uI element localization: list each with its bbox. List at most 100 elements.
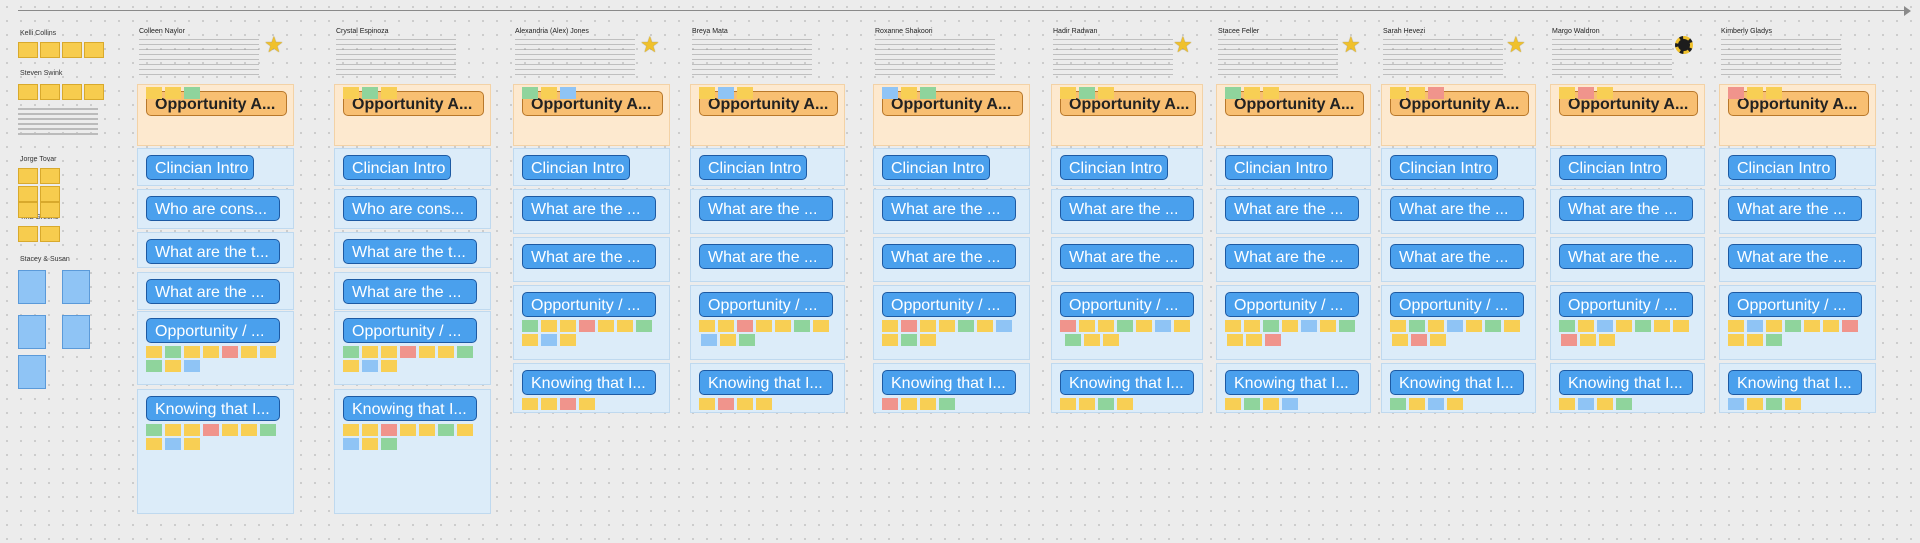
sticky-note[interactable] (1428, 87, 1444, 99)
sticky-note[interactable] (1804, 320, 1820, 332)
sticky-note[interactable] (241, 346, 257, 358)
sticky-note[interactable] (1320, 320, 1336, 332)
sticky-note[interactable] (1263, 320, 1279, 332)
sticky-note[interactable] (699, 320, 715, 332)
sticky-note[interactable] (522, 320, 538, 332)
sticky-note[interactable] (84, 84, 104, 100)
sticky-note[interactable] (1390, 320, 1406, 332)
sticky-note[interactable] (260, 346, 276, 358)
sticky-note[interactable] (901, 87, 917, 99)
sticky-note[interactable] (1597, 398, 1613, 410)
sticky-note[interactable] (1390, 87, 1406, 99)
sticky-note[interactable] (146, 87, 162, 99)
sticky-note[interactable] (977, 320, 993, 332)
section-title-chip[interactable]: Clincian Intro (882, 155, 990, 180)
section-title-chip[interactable]: What are the ... (699, 196, 833, 221)
sticky-note[interactable] (18, 270, 46, 304)
section-title-chip[interactable]: Knowing that I... (1225, 370, 1359, 395)
sticky-note[interactable] (882, 398, 898, 410)
section-title-chip[interactable]: Opportunity / ... (1060, 292, 1194, 317)
sticky-note[interactable] (541, 334, 557, 346)
sticky-note[interactable] (362, 346, 378, 358)
section-title-chip[interactable]: Opportunity / ... (343, 318, 477, 343)
sticky-note[interactable] (1766, 87, 1782, 99)
sticky-note[interactable] (1466, 320, 1482, 332)
sticky-note[interactable] (1635, 320, 1651, 332)
sticky-note[interactable] (1409, 398, 1425, 410)
sticky-note[interactable] (1117, 398, 1133, 410)
sticky-note[interactable] (1409, 87, 1425, 99)
sticky-note[interactable] (40, 202, 60, 218)
sticky-note[interactable] (62, 315, 90, 349)
sticky-note[interactable] (1559, 398, 1575, 410)
sticky-note[interactable] (1485, 320, 1501, 332)
sticky-note[interactable] (920, 398, 936, 410)
sticky-note[interactable] (18, 315, 46, 349)
sticky-note[interactable] (1103, 334, 1119, 346)
sticky-note[interactable] (84, 42, 104, 58)
sticky-note[interactable] (1225, 320, 1241, 332)
section-title-chip[interactable]: Opportunity / ... (882, 292, 1016, 317)
sticky-note[interactable] (1785, 320, 1801, 332)
section-title-chip[interactable]: Clincian Intro (1559, 155, 1667, 180)
sticky-note[interactable] (775, 320, 791, 332)
section-title-chip[interactable]: What are the ... (1559, 196, 1693, 221)
sticky-note[interactable] (184, 424, 200, 436)
sticky-note[interactable] (165, 424, 181, 436)
sticky-note[interactable] (1411, 334, 1427, 346)
section-title-chip[interactable]: Knowing that I... (1390, 370, 1524, 395)
sticky-note[interactable] (457, 346, 473, 358)
sticky-note[interactable] (1079, 320, 1095, 332)
sticky-note[interactable] (920, 320, 936, 332)
section-title-chip[interactable]: What are the ... (699, 244, 833, 269)
section-title-chip[interactable]: Clincian Intro (343, 155, 451, 180)
section-title-chip[interactable]: Knowing that I... (1559, 370, 1693, 395)
sticky-note[interactable] (1060, 398, 1076, 410)
sticky-note[interactable] (958, 320, 974, 332)
sticky-note[interactable] (203, 424, 219, 436)
sticky-note[interactable] (560, 87, 576, 99)
sticky-note[interactable] (18, 226, 38, 242)
sticky-note[interactable] (1225, 87, 1241, 99)
section-title-chip[interactable]: Opportunity / ... (1225, 292, 1359, 317)
sticky-note[interactable] (1747, 398, 1763, 410)
sticky-note[interactable] (1447, 320, 1463, 332)
section-title-chip[interactable]: Knowing that I... (1060, 370, 1194, 395)
section-title-chip[interactable]: Clincian Intro (1390, 155, 1498, 180)
sticky-note[interactable] (40, 168, 60, 184)
sticky-note[interactable] (362, 438, 378, 450)
sticky-note[interactable] (184, 360, 200, 372)
sticky-note[interactable] (40, 42, 60, 58)
sticky-note[interactable] (1842, 320, 1858, 332)
sticky-note[interactable] (1301, 320, 1317, 332)
sticky-note[interactable] (1060, 87, 1076, 99)
sticky-note[interactable] (18, 202, 38, 218)
sticky-note[interactable] (165, 360, 181, 372)
section-title-chip[interactable]: What are the ... (1559, 244, 1693, 269)
sticky-note[interactable] (241, 424, 257, 436)
section-title-chip[interactable]: Opportunity / ... (1390, 292, 1524, 317)
sticky-note[interactable] (756, 320, 772, 332)
sticky-note[interactable] (222, 424, 238, 436)
sticky-note[interactable] (1174, 320, 1190, 332)
sticky-note[interactable] (381, 438, 397, 450)
sticky-note[interactable] (1246, 334, 1262, 346)
sticky-note[interactable] (901, 334, 917, 346)
sticky-note[interactable] (617, 320, 633, 332)
sticky-note[interactable] (1747, 320, 1763, 332)
section-title-chip[interactable]: What are the ... (1390, 244, 1524, 269)
sticky-note[interactable] (718, 320, 734, 332)
sticky-note[interactable] (541, 87, 557, 99)
section-title-chip[interactable]: What are the ... (1060, 244, 1194, 269)
sticky-note[interactable] (165, 346, 181, 358)
sticky-note[interactable] (882, 334, 898, 346)
sticky-note[interactable] (381, 424, 397, 436)
sticky-note[interactable] (920, 334, 936, 346)
sticky-note[interactable] (598, 320, 614, 332)
sticky-note[interactable] (1823, 320, 1839, 332)
sticky-note[interactable] (1766, 398, 1782, 410)
sticky-note[interactable] (184, 438, 200, 450)
sticky-note[interactable] (718, 398, 734, 410)
sticky-note[interactable] (18, 42, 38, 58)
sticky-note[interactable] (1225, 398, 1241, 410)
